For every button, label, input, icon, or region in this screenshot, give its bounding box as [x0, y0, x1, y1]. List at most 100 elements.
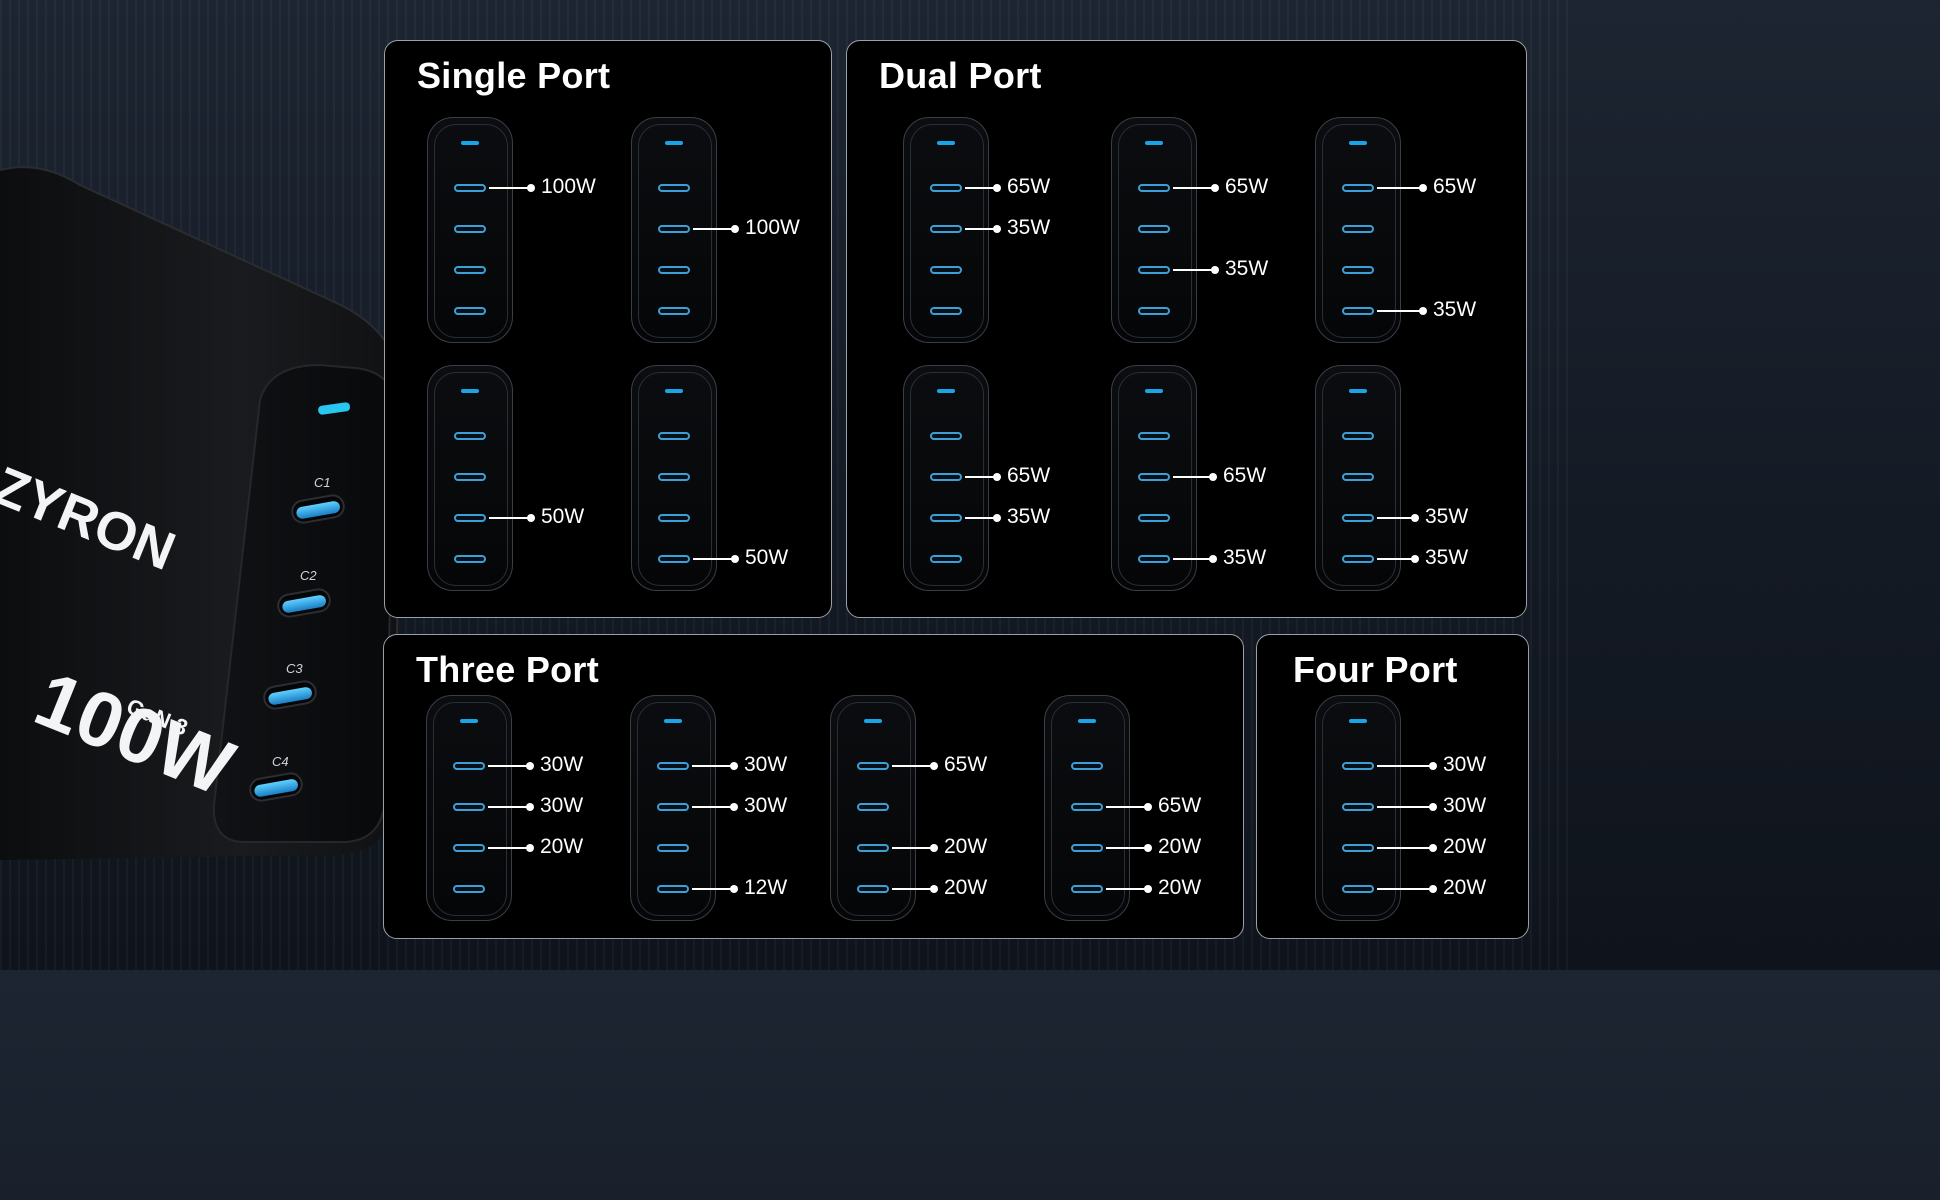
output-wattage-label: 35W: [1433, 298, 1477, 321]
port-diagram: 50W: [631, 365, 788, 593]
usb-c-port-1: [1342, 762, 1374, 770]
usb-c-port-4: [657, 885, 689, 893]
port-label-c1: C1: [314, 475, 331, 490]
usb-c-port-1: [857, 762, 889, 770]
output-wattage-label: 30W: [540, 794, 584, 817]
usb-c-port-1: [930, 184, 962, 192]
output-wattage-label: 20W: [540, 835, 584, 858]
usb-c-port-4: [453, 885, 485, 893]
port-connector-line: [965, 228, 995, 230]
port-diagram: 65W 35W: [1315, 117, 1476, 345]
port-connector-dot: [993, 514, 1001, 522]
port-connector-line: [692, 888, 732, 890]
output-wattage-label: 65W: [1158, 794, 1202, 817]
output-wattage-label: 50W: [541, 505, 585, 528]
indicator-led: [664, 719, 682, 723]
output-wattage-label: 100W: [541, 175, 596, 198]
usb-c-port-3: [1342, 514, 1374, 522]
usb-c-port-1: [1071, 762, 1103, 770]
usb-c-port-1: [454, 432, 486, 440]
port-connector-dot: [993, 473, 1001, 481]
output-wattage-label: 65W: [1007, 175, 1051, 198]
usb-c-port-3: [1342, 844, 1374, 852]
output-wattage-label: 35W: [1223, 546, 1267, 569]
output-wattage-label: 30W: [744, 794, 788, 817]
indicator-led: [1078, 719, 1096, 723]
port-connector-line: [1377, 765, 1431, 767]
port-connector-dot: [1429, 885, 1437, 893]
usb-c-port-4: [857, 885, 889, 893]
usb-c-port-3: [1342, 266, 1374, 274]
port-label-c2: C2: [300, 568, 317, 583]
port-connector-dot: [1209, 555, 1217, 563]
output-wattage-label: 20W: [944, 835, 988, 858]
usb-c-port-2: [1138, 473, 1170, 481]
port-label-c4: C4: [272, 754, 289, 769]
port-connector-line: [488, 806, 528, 808]
port-connector-dot: [1429, 844, 1437, 852]
usb-c-port-4: [930, 555, 962, 563]
usb-c-port-4: [454, 555, 486, 563]
usb-c-port-2: [657, 803, 689, 811]
usb-c-port-1: [658, 432, 690, 440]
charger-face: [434, 124, 508, 338]
port-diagram: 100W: [427, 117, 596, 345]
port-connector-dot: [1144, 844, 1152, 852]
port-connector-line: [693, 558, 733, 560]
output-wattage-label: 30W: [1443, 753, 1487, 776]
usb-c-port-2: [453, 803, 485, 811]
port-connector-line: [1173, 187, 1213, 189]
indicator-led: [461, 389, 479, 393]
usb-c-port-3: [930, 514, 962, 522]
usb-c-port-1: [658, 184, 690, 192]
charger-face: [637, 702, 711, 916]
usb-c-port-1: [930, 432, 962, 440]
port-connector-line: [488, 765, 528, 767]
usb-c-port-1: [453, 762, 485, 770]
usb-c-port-4: [930, 307, 962, 315]
port-label-c3: C3: [286, 661, 303, 676]
output-wattage-label: 35W: [1007, 216, 1051, 239]
port-connector-line: [1377, 187, 1421, 189]
indicator-led: [1145, 141, 1163, 145]
charger-face: [1118, 124, 1192, 338]
usb-c-port-4: [454, 307, 486, 315]
usb-c-port-3: [453, 844, 485, 852]
output-wattage-label: 65W: [1433, 175, 1477, 198]
usb-c-port-3: [1138, 266, 1170, 274]
port-connector-dot: [526, 803, 534, 811]
charger-face: [837, 702, 911, 916]
indicator-led: [460, 719, 478, 723]
port-connector-dot: [527, 184, 535, 192]
usb-c-port-3: [930, 266, 962, 274]
usb-c-port-4: [658, 555, 690, 563]
output-wattage-label: 100W: [745, 216, 800, 239]
port-connector-dot: [993, 225, 1001, 233]
charger-led: [318, 402, 351, 415]
charger-face: [1322, 124, 1396, 338]
usb-c-port-1: [1342, 184, 1374, 192]
usb-c-port-4: [1342, 307, 1374, 315]
port-connector-dot: [930, 885, 938, 893]
port-connector-dot: [1209, 473, 1217, 481]
panel-title: Three Port: [416, 649, 600, 690]
output-wattage-label: 35W: [1225, 257, 1269, 280]
panel-title: Dual Port: [879, 55, 1042, 96]
usb-c-port-2: [1071, 803, 1103, 811]
charger-face: [910, 124, 984, 338]
port-diagram: 50W: [427, 365, 584, 593]
usb-c-port-4: [1138, 307, 1170, 315]
usb-c-port-4: [1342, 885, 1374, 893]
port-connector-line: [892, 765, 932, 767]
output-wattage-label: 65W: [944, 753, 988, 776]
indicator-led: [1145, 389, 1163, 393]
charger-port-c4: [249, 772, 303, 802]
